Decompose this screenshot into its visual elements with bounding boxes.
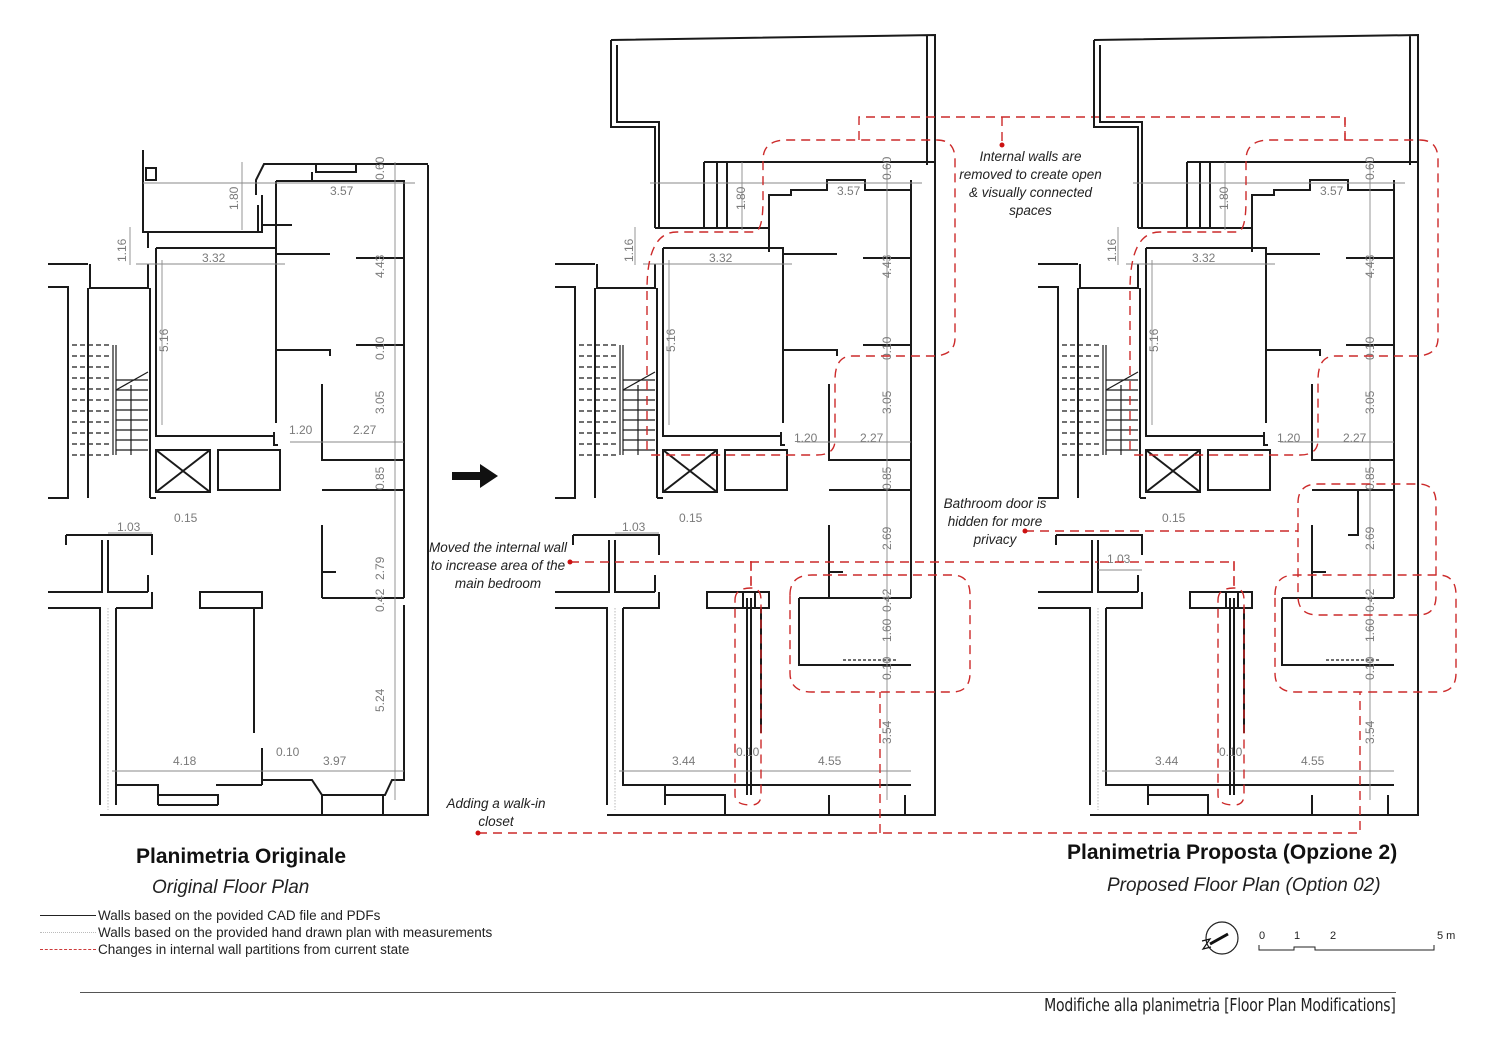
- svg-text:1.60: 1.60: [1363, 618, 1377, 642]
- svg-text:0.10: 0.10: [1219, 745, 1243, 759]
- svg-text:0.85: 0.85: [373, 466, 387, 490]
- dotted-line-icon: [40, 932, 96, 933]
- annotation-leaders: [475, 117, 1361, 836]
- dim-label: 4.18: [173, 754, 197, 768]
- svg-text:1.03: 1.03: [1107, 552, 1131, 566]
- svg-text:1.20: 1.20: [1277, 431, 1301, 445]
- legend-item-solid: Walls based on the povided CAD file and …: [40, 907, 492, 924]
- legend-item-dotted: Walls based on the provided hand drawn p…: [40, 924, 492, 941]
- svg-text:0.10: 0.10: [880, 656, 894, 680]
- svg-text:5.16: 5.16: [157, 328, 171, 352]
- dim-label: 0.15: [174, 511, 198, 525]
- orig-entry: [142, 150, 157, 248]
- dashed-line-icon: [40, 949, 96, 950]
- dim-label: 3.32: [202, 251, 226, 265]
- svg-text:0.60: 0.60: [373, 156, 387, 180]
- proposed-plan-title: Planimetria Proposta (Opzione 2): [1067, 841, 1398, 864]
- svg-text:3.44: 3.44: [1155, 754, 1179, 768]
- note-internal-walls: Internal walls are removed to create ope…: [959, 149, 1102, 218]
- svg-text:4.55: 4.55: [1301, 754, 1325, 768]
- svg-text:0.42: 0.42: [1363, 588, 1377, 612]
- scale-tick: 0: [1259, 930, 1266, 942]
- original-plan: 3.57 3.32 1.20 2.27 0.15 1.03 4.18 0.10 …: [47, 150, 429, 816]
- dim-label: 0.10: [276, 745, 300, 759]
- svg-text:1.80: 1.80: [734, 186, 748, 210]
- svg-text:5.16: 5.16: [1147, 328, 1161, 352]
- svg-text:1.60: 1.60: [880, 618, 894, 642]
- legend-label: Walls based on the provided hand drawn p…: [98, 925, 493, 940]
- arrow-right-icon: [452, 464, 498, 488]
- svg-text:2.69: 2.69: [1363, 526, 1377, 550]
- svg-text:0.10: 0.10: [736, 745, 760, 759]
- svg-text:3.44: 3.44: [672, 754, 696, 768]
- svg-text:1.80: 1.80: [1217, 186, 1231, 210]
- svg-text:1.03: 1.03: [622, 520, 646, 534]
- legend: Walls based on the povided CAD file and …: [40, 907, 492, 958]
- svg-text:1.20: 1.20: [794, 431, 818, 445]
- svg-text:2.69: 2.69: [880, 526, 894, 550]
- svg-text:3.32: 3.32: [709, 251, 733, 265]
- original-plan-subtitle: Original Floor Plan: [152, 877, 310, 898]
- svg-text:0.60: 0.60: [1363, 156, 1377, 180]
- change-outline-living: [646, 139, 956, 456]
- svg-text:0.85: 0.85: [880, 466, 894, 490]
- scale-tick: 5 m: [1437, 930, 1456, 942]
- sheet-title: Modifiche alla planimetria [Floor Plan M…: [1044, 995, 1397, 1016]
- svg-text:1.16: 1.16: [115, 238, 129, 262]
- svg-text:3.05: 3.05: [1363, 390, 1377, 414]
- svg-text:3.57: 3.57: [1320, 184, 1344, 198]
- dim-label: 2.27: [353, 423, 377, 437]
- legend-label: Changes in internal wall partitions from…: [98, 942, 410, 957]
- svg-text:0.10: 0.10: [1363, 656, 1377, 680]
- svg-text:4.43: 4.43: [1363, 254, 1377, 278]
- svg-text:5.24: 5.24: [373, 688, 387, 712]
- svg-text:2.27: 2.27: [1343, 431, 1367, 445]
- scale-tick: 2: [1330, 930, 1337, 942]
- note-walk-in: Adding a walk-in closet: [446, 796, 546, 829]
- proposed-plan-middle: 3.57 3.32 1.20 2.27 0.15 1.03 3.44 0.10 …: [554, 33, 1346, 816]
- north-arrow-icon: [1201, 921, 1239, 955]
- svg-text:0.10: 0.10: [373, 336, 387, 360]
- svg-text:0.42: 0.42: [373, 588, 387, 612]
- svg-text:3.54: 3.54: [880, 720, 894, 744]
- dim-label: 3.97: [323, 754, 347, 768]
- svg-text:2.79: 2.79: [373, 556, 387, 580]
- svg-text:3.05: 3.05: [880, 390, 894, 414]
- svg-text:5.16: 5.16: [664, 328, 678, 352]
- svg-text:0.15: 0.15: [1162, 511, 1186, 525]
- scale-bar: [1258, 945, 1435, 951]
- legend-label: Walls based on the povided CAD file and …: [98, 908, 381, 923]
- svg-text:3.32: 3.32: [1192, 251, 1216, 265]
- scale-tick: 1: [1294, 930, 1301, 942]
- note-moved-wall: Moved the internal wall to increase area…: [428, 540, 568, 591]
- original-plan-title: Planimetria Originale: [136, 845, 347, 868]
- dim-label: 3.57: [330, 184, 354, 198]
- svg-text:4.55: 4.55: [818, 754, 842, 768]
- dim-label: 1.20: [289, 423, 313, 437]
- solid-line-icon: [40, 915, 96, 916]
- footer-divider: [80, 992, 1396, 993]
- svg-text:1.16: 1.16: [1105, 238, 1119, 262]
- proposed-plan-subtitle: Proposed Floor Plan (Option 02): [1107, 875, 1381, 896]
- svg-text:3.05: 3.05: [373, 390, 387, 414]
- svg-text:2.27: 2.27: [860, 431, 884, 445]
- svg-text:3.54: 3.54: [1363, 720, 1377, 744]
- change-outline-bathroom-door: [1297, 483, 1437, 616]
- dim-label: 1.03: [117, 520, 141, 534]
- svg-text:1.16: 1.16: [622, 238, 636, 262]
- proposed-plan-right: 3.57 3.32 1.20 2.27 0.15 1.03 3.44 0.10 …: [1037, 33, 1457, 816]
- svg-text:3.57: 3.57: [837, 184, 861, 198]
- svg-text:0.15: 0.15: [679, 511, 703, 525]
- note-bathroom-door: Bathroom door is hidden for more privacy: [943, 496, 1047, 547]
- svg-text:0.85: 0.85: [1363, 466, 1377, 490]
- legend-item-dashed: Changes in internal wall partitions from…: [40, 941, 492, 958]
- svg-text:0.60: 0.60: [880, 156, 894, 180]
- svg-text:4.43: 4.43: [373, 254, 387, 278]
- svg-text:4.43: 4.43: [880, 254, 894, 278]
- svg-text:0.10: 0.10: [1363, 336, 1377, 360]
- svg-text:0.42: 0.42: [880, 588, 894, 612]
- svg-text:1.80: 1.80: [227, 186, 241, 210]
- svg-text:0.10: 0.10: [880, 336, 894, 360]
- scale-labels: 0 1 2 5 m: [1256, 930, 1456, 960]
